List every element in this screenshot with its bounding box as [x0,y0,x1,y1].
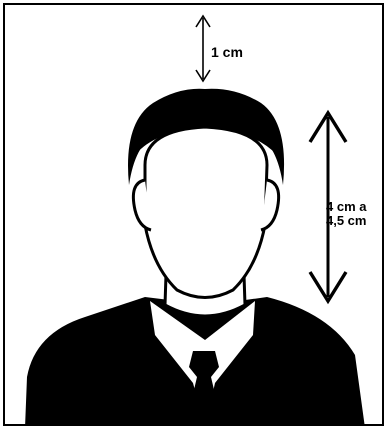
top-margin-label: 1 cm [211,45,243,60]
head-height-label-line2: 4,5 cm [326,214,366,228]
face [145,127,267,298]
photo-frame: 1 cm 4 cm a 4,5 cm [3,3,384,426]
portrait-silhouette-icon [25,89,365,426]
top-margin-arrow-icon [196,16,210,81]
head-height-label: 4 cm a 4,5 cm [326,200,366,227]
head-height-label-line1: 4 cm a [326,200,366,214]
